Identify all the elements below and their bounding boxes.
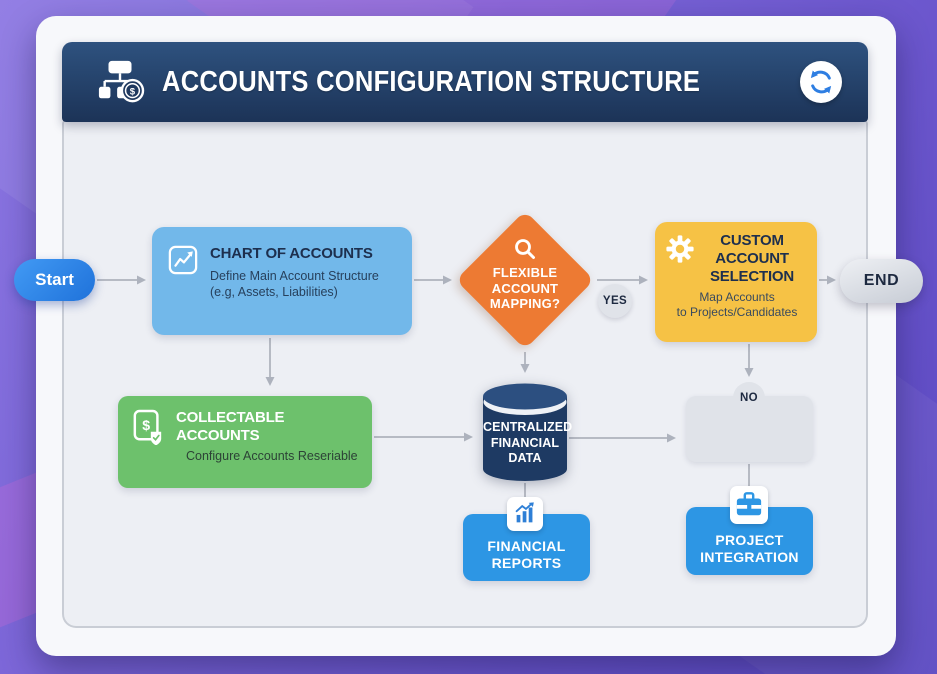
briefcase-icon: [730, 486, 768, 524]
node-title-line: COLLECTABLE: [176, 409, 285, 426]
node-title-line: ACCOUNT: [715, 250, 789, 267]
yes-label: YES: [598, 284, 632, 318]
custom-account-selection-node: CUSTOM ACCOUNT SELECTION Map Accounts to…: [655, 222, 817, 342]
centralized-data-label: CENTRALIZED FINANCIAL DATA: [483, 420, 573, 467]
node-subtitle-line: to Projects/Candidates: [676, 305, 798, 319]
database-cylinder-icon: [483, 383, 567, 487]
database-line: DATA: [508, 451, 542, 465]
chart-of-accounts-node: CHART OF ACCOUNTS Define Main Account St…: [152, 227, 412, 335]
node-title-line: CUSTOM: [720, 232, 784, 249]
bar-chart-icon: [507, 497, 543, 531]
node-title-line: ACCOUNTS: [176, 427, 260, 444]
gear-icon: [665, 234, 695, 264]
node-subtitle: Configure Accounts Reseriable: [186, 449, 358, 463]
node-title: CHART OF ACCOUNTS: [210, 245, 373, 262]
page-title: ACCOUNTS CONFIGURATION STRUCTURE: [162, 65, 701, 98]
start-node: Start: [14, 259, 95, 301]
node-title-line: INTEGRATION: [700, 549, 799, 565]
database-line: FINANCIAL: [490, 435, 560, 450]
invoice-shield-icon: $: [132, 409, 164, 445]
hierarchy-dollar-icon: $: [94, 59, 146, 105]
dollar-glyph: $: [142, 417, 150, 433]
dollar-glyph: $: [130, 86, 136, 97]
node-subtitle-line: Map Accounts: [699, 290, 775, 304]
decision-line: FLEXIBLE: [492, 265, 558, 280]
node-subtitle-line: Define Main Account Structure: [210, 269, 379, 283]
sync-icon: [807, 68, 835, 96]
decision-line: ACCOUNT: [491, 280, 559, 296]
node-title-line: FINANCIAL: [487, 538, 566, 554]
sync-button[interactable]: [800, 61, 842, 103]
database-line: CENTRALIZED: [483, 420, 573, 434]
no-label: NO: [733, 382, 765, 414]
node-title-line: REPORTS: [491, 555, 562, 571]
node-title-line: PROJECT: [715, 532, 784, 548]
decision-line: MAPPING?: [489, 296, 561, 311]
line-chart-icon: [168, 245, 198, 275]
header: $ ACCOUNTS CONFIGURATION STRUCTURE: [62, 42, 868, 122]
node-title-line: SELECTION: [709, 268, 795, 285]
end-node: END: [840, 259, 923, 303]
search-icon: [513, 237, 537, 261]
node-subtitle-line: (e.g, Assets, Liabilities): [210, 285, 338, 299]
centralized-data-node: [483, 383, 567, 483]
collectable-accounts-node: $ COLLECTABLE ACCOUNTS Configure Account…: [118, 396, 372, 488]
decision-content: FLEXIBLE ACCOUNT MAPPING?: [465, 237, 585, 329]
